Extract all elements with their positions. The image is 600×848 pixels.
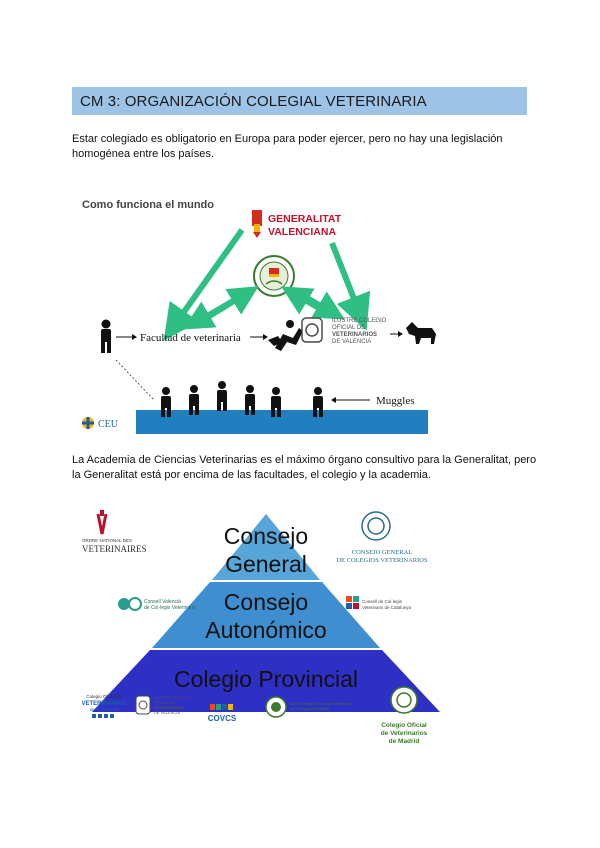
dog-icon <box>406 322 436 344</box>
murcia-line1: Ilustre Colegio Oficial de Veterinarios <box>290 702 352 706</box>
generalitat-line1: GENERALITAT <box>268 213 342 225</box>
ground-bar <box>136 410 428 434</box>
pyramid-general-line2: General <box>225 551 307 577</box>
colegio-valencia-logo: ILUSTRE COLEGIO OFICIAL DE VETERINARIOS … <box>302 318 387 345</box>
pyramid-provincial-label: Colegio Provincial <box>174 666 358 692</box>
section-header: CM 3: ORGANIZACIÓN COLEGIAL VETERINARIA <box>72 87 527 115</box>
alicante-line3: de ALICANTE <box>90 707 118 712</box>
intro-paragraph: Estar colegiado es obligatorio en Europa… <box>72 132 542 162</box>
arrow-generalitat-to-colegio <box>332 243 360 314</box>
alicante-line1: Colegio Oficial de <box>86 694 122 699</box>
academy-seal <box>254 256 294 296</box>
veterinarian-icon <box>268 320 303 351</box>
murcia-line2: de la Región de Murcia <box>290 707 330 711</box>
ordre-line1: ORDRE NATIONAL DES <box>82 538 132 543</box>
covcs-label: COVCS <box>208 714 237 723</box>
alicante-logo: Colegio Oficial de VETERINARIOS de ALICA… <box>81 694 126 718</box>
pyramid-autonomico-line1: Consejo <box>224 589 308 615</box>
organization-pyramid: Consejo General Consejo Autonómico Coleg… <box>78 500 448 755</box>
academy-paragraph: La Academia de Ciencias Veterinarias es … <box>72 453 542 483</box>
consell-valencia-line2: de Col·legis Veterinaris <box>144 605 196 611</box>
pyramid-general-line1: Consejo <box>224 523 308 549</box>
covcs-logo: COVCS <box>208 704 237 723</box>
madrid-line2: de Veterinarios <box>381 730 428 737</box>
consejo-general-line1: CONSEJO GENERAL <box>352 549 413 556</box>
ceu-logo: CEU <box>82 417 119 430</box>
catalunya-line1: Consell de Col·legis <box>362 599 403 604</box>
catalunya-logo: Consell de Col·legis Veterinaris de Cata… <box>346 596 412 610</box>
ordre-national-logo: ORDRE NATIONAL DES VETERINAIRES <box>82 510 147 554</box>
arrow-facultad-to-academy <box>204 294 246 320</box>
arrow-generalitat-to-facultad <box>174 230 242 326</box>
colegio-logo-line4: DE VALENCIA <box>332 339 371 345</box>
student-icon <box>101 320 111 354</box>
facultad-label: Facultad de veterinaria <box>140 332 241 344</box>
madrid-line3: de Madrid <box>389 738 420 745</box>
colegio-logo-line3: VETERINARIOS <box>332 332 377 338</box>
colegio-logo-line2: OFICIAL DE <box>332 325 365 331</box>
ordre-line2: VETERINAIRES <box>82 544 147 554</box>
world-diagram: Como funciona el mundo GENERALITAT VALEN… <box>70 188 450 438</box>
consejo-general-logo: CONSEJO GENERAL DE COLEGIOS VETERINARIOS <box>336 512 428 564</box>
muggles-label: Muggles <box>376 395 415 407</box>
generalitat-logo: GENERALITAT VALENCIANA <box>252 210 342 238</box>
colegio-logo-line1: ILUSTRE COLEGIO <box>332 318 387 324</box>
madrid-line1: Colegio Oficial <box>381 722 427 729</box>
consejo-general-line2: DE COLEGIOS VETERINARIOS <box>336 557 428 564</box>
ceu-label: CEU <box>98 419 119 430</box>
generalitat-line2: VALENCIANA <box>268 226 336 238</box>
catalunya-line2: Veterinaris de Catalunya <box>362 605 412 610</box>
diagram-title: Como funciona el mundo <box>82 199 214 211</box>
pyramid-autonomico-line2: Autonómico <box>205 617 326 643</box>
valencia-line4: DE VALENCIA <box>154 710 180 715</box>
consell-valencia-logo: Consell Valencià de Col·legis Veterinari… <box>118 598 196 611</box>
section-title: CM 3: ORGANIZACIÓN COLEGIAL VETERINARIA <box>80 93 427 110</box>
